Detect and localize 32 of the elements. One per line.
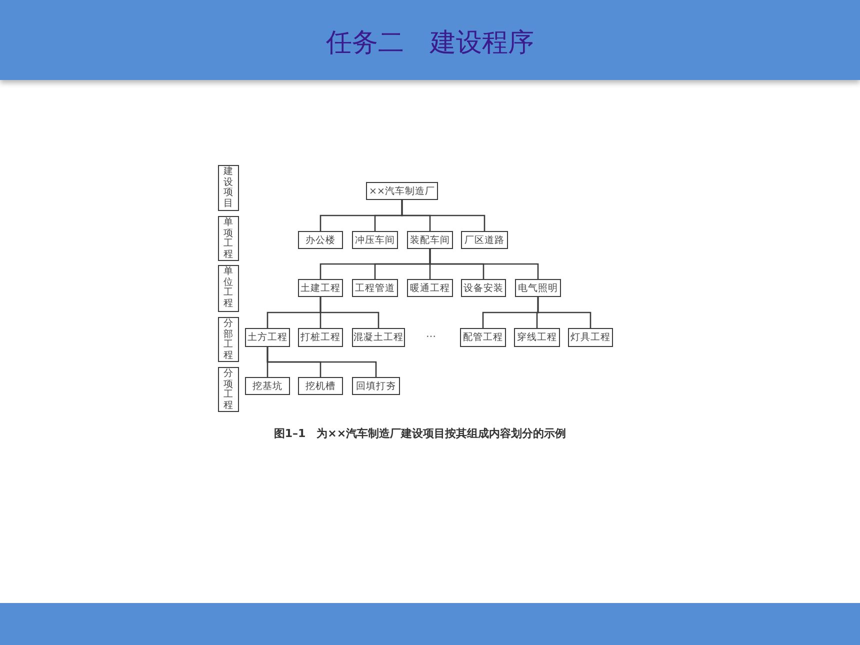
connector-line — [320, 297, 380, 328]
level-label-box: 单项工程 — [218, 216, 239, 261]
connector-line — [266, 347, 377, 377]
ellipsis: … — [426, 328, 436, 342]
connector-line — [537, 297, 592, 328]
item-box: 灯具工程 — [568, 328, 613, 347]
item-box: 冲压车间 — [352, 231, 398, 249]
level-label-box: 建设项目 — [218, 165, 239, 211]
item-box: 打桩工程 — [298, 328, 343, 347]
item-box: 办公楼 — [298, 231, 343, 249]
item-box: 挖机槽 — [298, 377, 343, 395]
level-label-box: 分部工程 — [218, 317, 239, 362]
item-box: 装配车间 — [407, 231, 453, 249]
item-box: 混凝土工程 — [352, 328, 405, 347]
item-box: 土建工程 — [298, 279, 343, 297]
level-label-box: 分项工程 — [218, 367, 239, 412]
figure-caption: 图1–1 为××汽车制造厂建设项目按其组成内容划分的示例 — [272, 426, 568, 442]
item-box: 回填打夯 — [352, 377, 400, 395]
item-box: 厂区道路 — [461, 231, 508, 249]
item-box: 设备安装 — [461, 279, 506, 297]
item-box: 电气照明 — [515, 279, 561, 297]
connector-line — [429, 249, 539, 279]
root-box: ××汽车制造厂 — [366, 182, 438, 200]
slide-title: 任务二 建设程序 — [325, 27, 535, 60]
item-box: 配管工程 — [460, 328, 506, 347]
connector-line — [401, 200, 486, 231]
item-box: 暖通工程 — [407, 279, 453, 297]
item-box: 穿线工程 — [514, 328, 560, 347]
level-label-box: 单位工程 — [218, 265, 239, 312]
item-box: 挖基坑 — [245, 377, 290, 395]
item-box: 工程管道 — [352, 279, 398, 297]
item-box: 土方工程 — [245, 328, 290, 347]
